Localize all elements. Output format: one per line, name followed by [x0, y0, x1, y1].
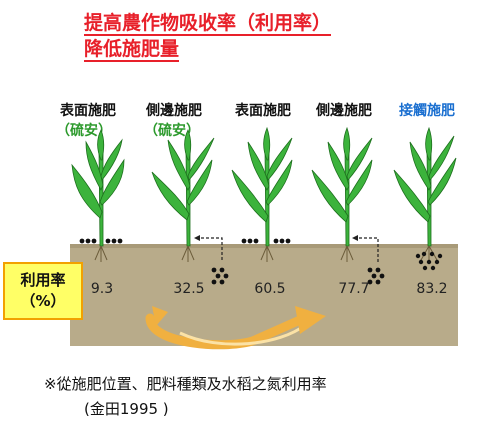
fertilizer-surface-3 [241, 238, 291, 244]
plant-2 [151, 129, 215, 247]
rate-value-3: 60.5 [254, 281, 286, 297]
rate-box-title: 利用率 [20, 271, 66, 289]
plant-1 [71, 129, 125, 247]
rate-box-unit: （%） [20, 292, 66, 310]
method-label-5: 接觸施肥 [399, 103, 455, 119]
rate-value-4: 77.7 [338, 281, 370, 297]
method-label-3: 表面施肥 [235, 103, 291, 119]
rate-value-5: 83.2 [416, 281, 448, 297]
method-label-1: 表面施肥 [60, 103, 116, 119]
utilization-rate-box: 利用率 （%） [3, 262, 83, 320]
method-label-2: 側邊施肥 [146, 103, 202, 119]
method-label-4: 側邊施肥 [316, 103, 372, 119]
side-placement-4 [352, 235, 385, 285]
method-sub-1: （硫安） [56, 123, 112, 139]
cycle-arrow [145, 306, 326, 350]
soil-surface [70, 244, 458, 248]
title-line-1: 提高農作物吸收率（利用率） [84, 12, 332, 36]
title-line-2: 降低施肥量 [84, 38, 180, 62]
footnote-line-1: ※從施肥位置、肥料種類及水稻之氮利用率 [44, 375, 327, 393]
rate-value-1: 9.3 [90, 281, 114, 297]
side-placement-2 [194, 235, 229, 285]
fertilizer-surface-1 [79, 238, 123, 244]
soil-block [70, 244, 458, 346]
fertilizer-contact-5 [415, 251, 443, 271]
plant-5 [393, 126, 457, 247]
plant-4 [311, 126, 373, 247]
plant-3 [231, 126, 293, 247]
rate-value-2: 32.5 [173, 281, 205, 297]
footnote-line-2: (金田1995 ) [84, 400, 169, 418]
